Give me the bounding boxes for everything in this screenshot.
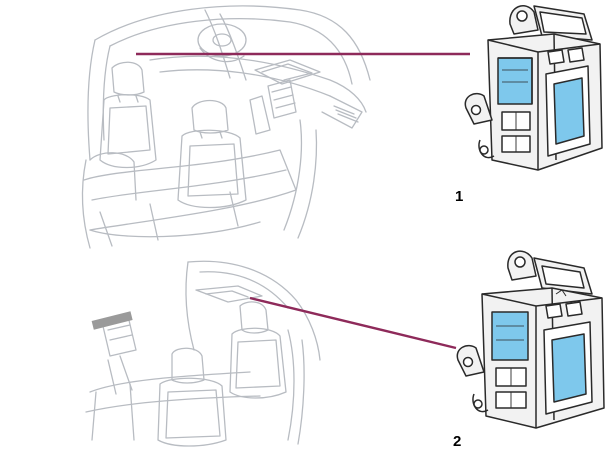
leader-line-2 — [249, 296, 457, 350]
control-module-2 — [456, 250, 605, 429]
vehicle-interior-bottom — [85, 260, 321, 447]
callout-number-2: 2 — [453, 433, 462, 450]
callout-number-1: 1 — [455, 188, 464, 205]
vehicle-interior-top — [81, 5, 371, 249]
control-module-1 — [464, 5, 603, 171]
indicator-bar — [91, 311, 133, 330]
